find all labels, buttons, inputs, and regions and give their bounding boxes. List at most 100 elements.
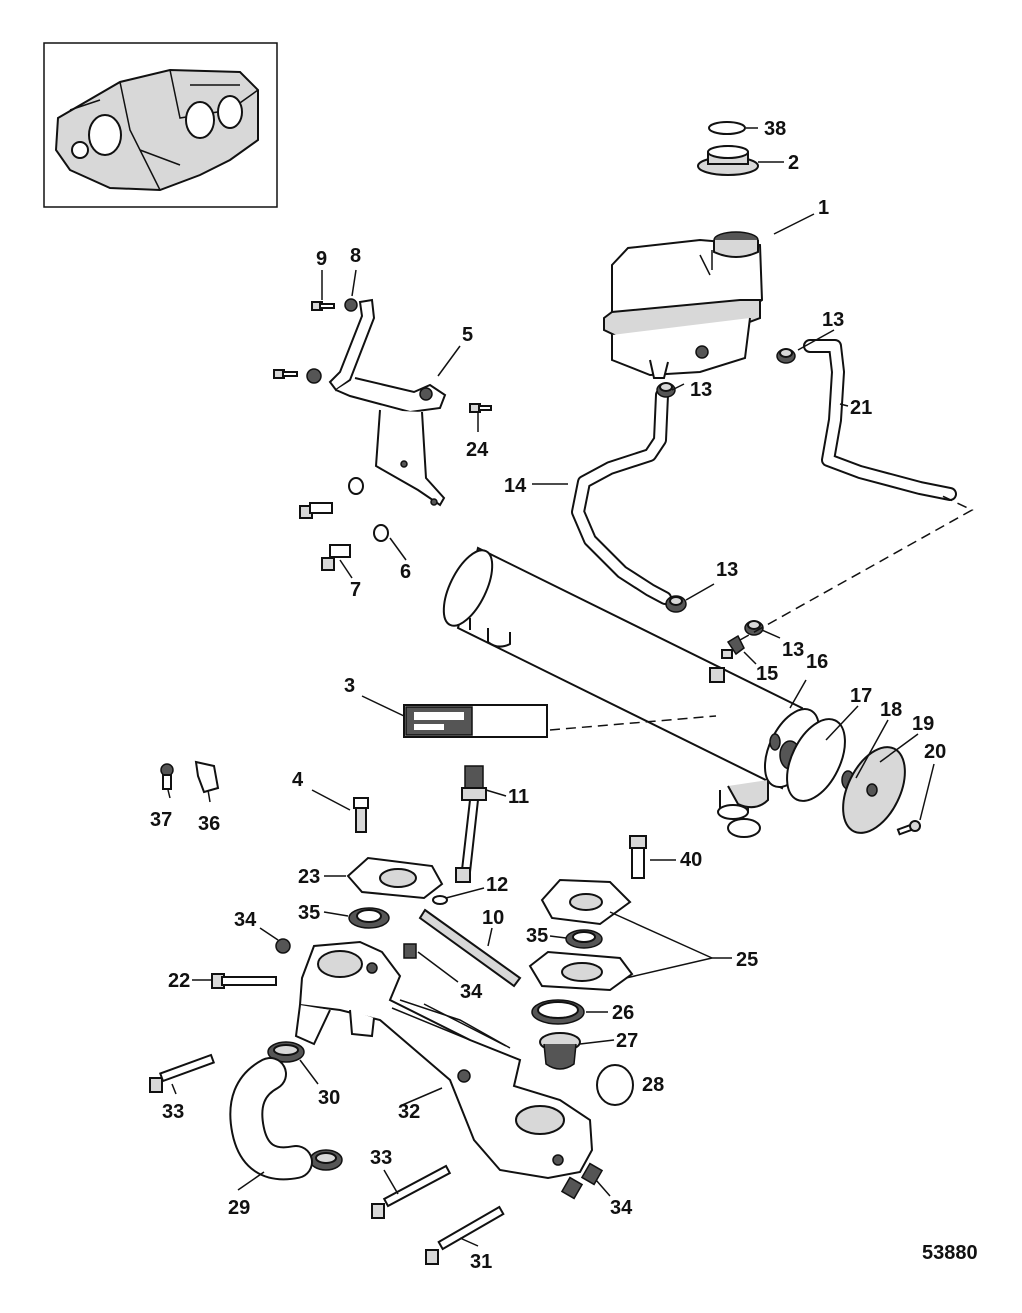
callout-20: 20: [924, 741, 946, 763]
callout-24: 24: [466, 439, 489, 461]
callout-29: 29: [228, 1197, 250, 1219]
gasket-23: [346, 856, 444, 900]
callout-34-center: 34: [460, 981, 483, 1003]
callout-3: 3: [344, 675, 355, 697]
callout-10: 10: [482, 907, 504, 929]
callout-14: 14: [504, 475, 527, 497]
sealing-strip-10: [418, 908, 522, 988]
callout-27: 27: [616, 1030, 638, 1052]
coolant-hose-21: [803, 339, 957, 501]
hose-clamp-30a: [267, 1041, 305, 1063]
callout-9: 9: [316, 248, 327, 270]
bolt-7a: [299, 502, 333, 519]
callout-19: 19: [912, 713, 934, 735]
gasket-25a: [540, 878, 632, 926]
o-ring-26-inner: [537, 1001, 579, 1019]
pipe-plug-34a: [275, 938, 291, 954]
bolt-7b: [321, 544, 351, 571]
callout-6: 6: [400, 561, 411, 583]
callout-34-lower-right: 34: [610, 1197, 633, 1219]
end-cover-19: [842, 746, 906, 834]
callout-26: 26: [612, 1002, 634, 1024]
reservoir-cap-2: [697, 145, 759, 176]
callout-1: 1: [818, 197, 829, 219]
callout-30: 30: [318, 1087, 340, 1109]
callout-15: 15: [756, 663, 778, 685]
callout-32: 32: [398, 1101, 420, 1123]
temperature-sender-11: [455, 765, 487, 883]
decal-3: [403, 704, 548, 738]
bolt-33a: [149, 1053, 216, 1093]
washer-8: [344, 298, 358, 312]
callout-13-reservoir-outlet: 13: [690, 379, 712, 401]
hose-clamp-13a: [776, 348, 796, 364]
callout-23: 23: [298, 866, 320, 888]
o-ring-38: [708, 121, 746, 135]
engine-locator-inset: [43, 42, 278, 208]
bolt-4: [353, 797, 369, 833]
callout-21: 21: [850, 397, 872, 419]
gasket-25b: [528, 950, 634, 992]
thermostat-27: [539, 1032, 581, 1070]
callout-17: 17: [850, 685, 872, 707]
o-ring-28: [596, 1064, 634, 1106]
callout-18: 18: [880, 699, 902, 721]
callout-13-upper-right: 13: [822, 309, 844, 331]
leader-lines: [167, 127, 935, 1247]
mounting-bracket-5: [328, 298, 447, 507]
callout-35-left: 35: [298, 902, 320, 924]
washer-6b: [373, 524, 389, 542]
callout-4: 4: [292, 769, 304, 791]
hose-routing-dashed-line: [739, 493, 974, 641]
clip-36: [194, 760, 220, 794]
hose-clamp-13d: [744, 620, 764, 636]
callout-33-bottom: 33: [370, 1147, 392, 1169]
decal-location-dashed-line: [549, 715, 717, 731]
callout-12: 12: [486, 874, 508, 896]
callout-37: 37: [150, 809, 172, 831]
coolant-hose-14: [571, 388, 672, 605]
callout-34-upper-left: 34: [234, 909, 257, 931]
callout-31: 31: [470, 1251, 492, 1273]
seal-35b: [565, 929, 603, 949]
hose-29: [229, 1057, 313, 1181]
pipe-plug-34c: [560, 1162, 604, 1200]
bolt-24: [469, 403, 492, 413]
callout-8: 8: [350, 245, 361, 267]
callout-13-fitting: 13: [782, 639, 804, 661]
engine-block-icon: [54, 68, 259, 192]
callout-36: 36: [198, 813, 220, 835]
callout-22: 22: [168, 970, 190, 992]
callout-2: 2: [788, 152, 799, 174]
bolt-and-washer: [273, 368, 322, 384]
callout-5: 5: [462, 324, 473, 346]
hose-clamp-13c: [665, 595, 687, 613]
callout-25: 25: [736, 949, 758, 971]
gasket-17: [786, 718, 846, 802]
callout-35-right: 35: [526, 925, 548, 947]
bolt-9: [311, 301, 335, 311]
screw-20: [896, 820, 921, 836]
hose-clamp-30b: [309, 1149, 343, 1171]
heat-exchanger-16: [442, 546, 821, 838]
bolt-31: [425, 1205, 505, 1265]
callout-38: 38: [764, 118, 786, 140]
callout-13-hose-lower: 13: [716, 559, 738, 581]
washer-6a: [348, 477, 364, 495]
callout-11: 11: [508, 786, 529, 808]
bolt-37: [160, 763, 174, 790]
bolt-33b: [371, 1164, 452, 1219]
callout-labels: 38 2 1 9 8 5 13 13 21 24 14 6 7 13 13 15…: [150, 118, 946, 1273]
thermostat-housing-32: [294, 940, 594, 1180]
callout-40: 40: [680, 849, 702, 871]
callout-33-left: 33: [162, 1101, 184, 1123]
o-ring-12: [432, 895, 448, 905]
pipe-plug-34b: [403, 943, 417, 959]
coolant-reservoir-1: [603, 231, 764, 379]
callout-7: 7: [350, 579, 361, 601]
figure-number: 53880: [922, 1242, 978, 1264]
seal-35a: [348, 907, 390, 929]
hose-clamp-13b: [656, 382, 676, 398]
callout-16: 16: [806, 651, 828, 673]
